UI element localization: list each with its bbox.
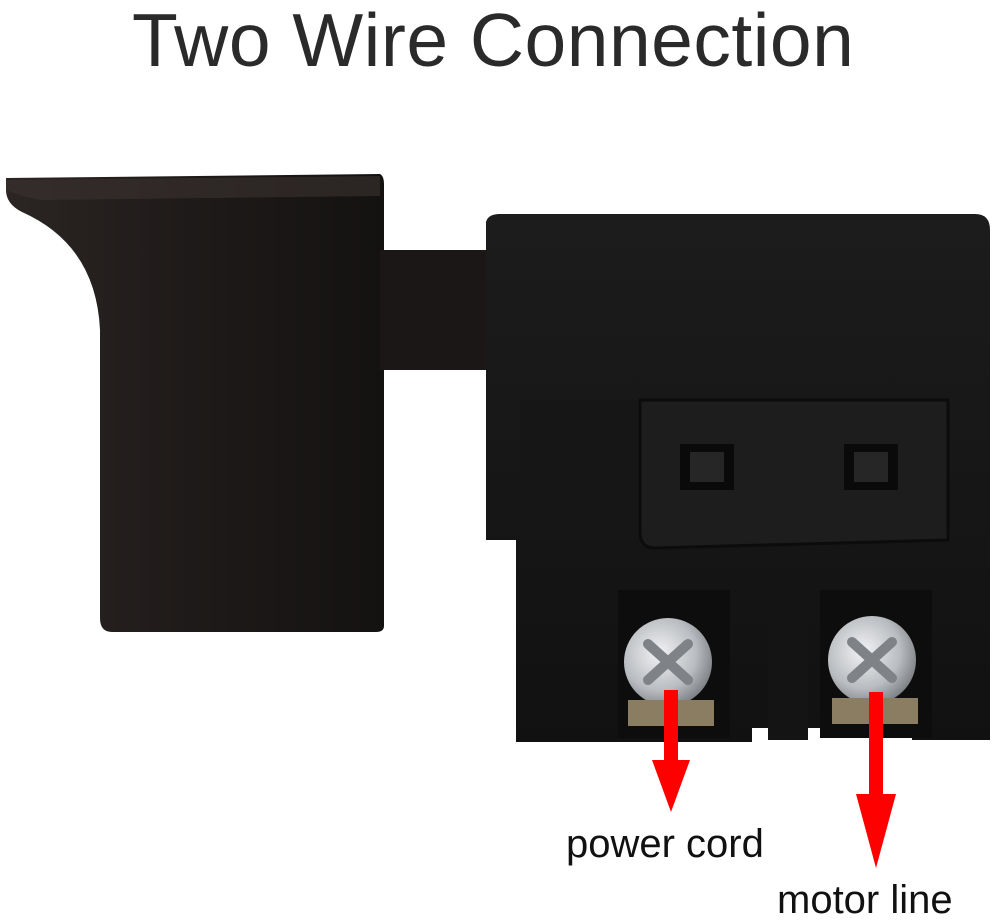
arrow-power-cord-icon <box>652 690 690 812</box>
trigger-paddle <box>6 174 384 632</box>
power-cord-label: power cord <box>566 822 764 866</box>
trigger-shaft <box>380 250 490 370</box>
page-title: Two Wire Connection <box>132 0 855 82</box>
arrow-motor-line-icon <box>856 692 896 868</box>
terminal-screw-right <box>828 616 918 724</box>
motor-line-label: motor line <box>777 878 953 922</box>
